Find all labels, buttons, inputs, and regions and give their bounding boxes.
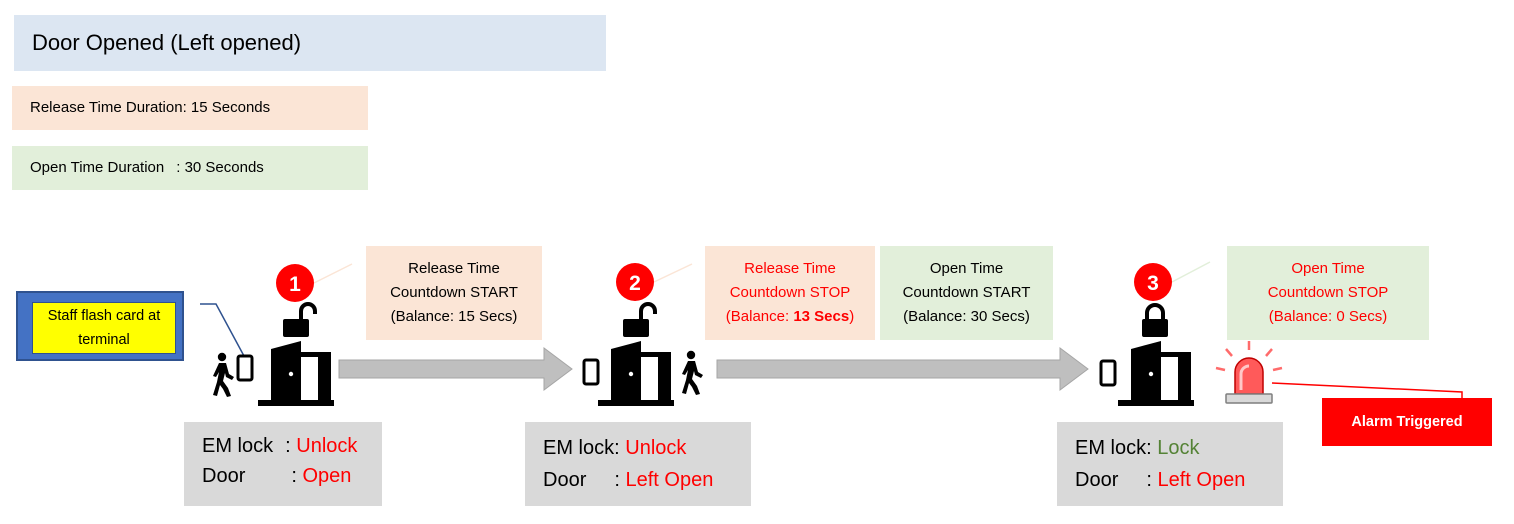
open-duration-value: : 30 Seconds	[176, 159, 264, 176]
status-box-3: EM lock: Lock Door: Left Open	[1057, 422, 1283, 506]
note-line: Countdown START	[390, 284, 518, 301]
card-reader-icon	[1099, 359, 1117, 387]
door-label: Door	[1075, 469, 1119, 491]
step-badge-3: 3	[1134, 263, 1172, 301]
walking-person-icon	[213, 352, 234, 397]
step-number: 3	[1147, 272, 1159, 295]
unlocked-padlock-icon	[283, 302, 317, 337]
separator: :	[614, 469, 620, 491]
note-line: Release Time	[408, 260, 500, 277]
separator: :	[1146, 469, 1152, 491]
alarm-triggered-label: Alarm Triggered	[1322, 398, 1492, 446]
note-line: (Balance: 0 Secs)	[1268, 308, 1388, 325]
siren-icon	[1215, 341, 1283, 404]
em-lock-value: Unlock	[625, 437, 687, 459]
note-line: Countdown START	[902, 284, 1031, 301]
note-leader-line	[653, 263, 693, 283]
unlocked-padlock-icon	[623, 302, 657, 337]
door-icon	[598, 341, 674, 406]
step-badge-1: 1	[276, 264, 314, 302]
door-row: Door: Left Open	[543, 469, 713, 492]
door-icon	[258, 341, 334, 406]
arrow-right-icon	[338, 347, 573, 391]
arrow-right-icon	[716, 347, 1089, 391]
separator: :	[291, 465, 297, 487]
door-value: Left Open	[1157, 469, 1246, 491]
staff-callout: Staff flash card at terminal	[16, 291, 184, 361]
note-line: Open Time	[929, 260, 1004, 277]
door-label: Door	[202, 465, 246, 487]
release-countdown-stop-note: Release Time Countdown STOP (Balance: 13…	[705, 246, 875, 340]
em-lock-label: EM lock	[1075, 437, 1147, 459]
open-duration-name: Open Time Duration	[30, 159, 165, 176]
separator: :	[614, 437, 620, 459]
note-line: Release Time	[744, 260, 836, 277]
door-icon	[1118, 341, 1194, 406]
balance-prefix: (Balance:	[725, 308, 794, 325]
note-line: Countdown STOP	[1267, 284, 1389, 301]
balance-suffix: )	[849, 308, 855, 325]
note-leader-line	[313, 263, 353, 284]
status-box-1: EM lock: Unlock Door: Open	[184, 422, 382, 506]
door-label: Door	[543, 469, 587, 491]
em-lock-label: EM lock	[543, 437, 615, 459]
walking-person-icon	[682, 350, 703, 395]
release-duration-label: Release Time Duration: 15 Seconds	[12, 86, 368, 130]
door-value: Open	[302, 465, 352, 487]
locked-padlock-icon	[1142, 303, 1168, 337]
open-countdown-start-note: Open Time Countdown START (Balance: 30 S…	[880, 246, 1053, 340]
step-number: 1	[289, 273, 301, 296]
em-lock-row: EM lock: Unlock	[543, 437, 686, 460]
card-reader-icon	[582, 358, 600, 386]
status-box-2: EM lock: Unlock Door: Left Open	[525, 422, 751, 506]
em-lock-value: Unlock	[296, 435, 358, 457]
em-lock-row: EM lock: Lock	[1075, 437, 1200, 460]
note-line: Open Time	[1291, 260, 1365, 277]
separator: :	[285, 435, 291, 457]
note-line: (Balance: 15 Secs)	[390, 308, 518, 325]
note-leader-line	[1171, 261, 1211, 283]
open-duration-label: Open Time Duration : 30 Seconds	[12, 146, 368, 190]
door-row: Door: Left Open	[1075, 469, 1245, 492]
staff-leader-line	[200, 303, 245, 357]
step-number: 2	[629, 272, 641, 295]
em-lock-row: EM lock: Unlock	[202, 435, 357, 458]
staff-note: Staff flash card at terminal	[32, 302, 176, 354]
step-badge-2: 2	[616, 263, 654, 301]
em-lock-label: EM lock	[202, 435, 274, 457]
card-reader-icon	[236, 354, 254, 382]
door-row: Door: Open	[202, 465, 351, 488]
separator: :	[1146, 437, 1152, 459]
note-line: (Balance: 30 Secs)	[903, 308, 1030, 325]
open-countdown-stop-note: Open Time Countdown STOP (Balance: 0 Sec…	[1227, 246, 1429, 340]
note-line: Countdown STOP	[729, 284, 851, 301]
door-value: Left Open	[625, 469, 714, 491]
balance-value: 13 Secs	[793, 308, 850, 325]
note-line-balance: (Balance: 13 Secs)	[726, 305, 854, 329]
release-countdown-start-note: Release Time Countdown START (Balance: 1…	[366, 246, 542, 340]
em-lock-value: Lock	[1157, 437, 1200, 459]
page-title: Door Opened (Left opened)	[14, 15, 606, 71]
